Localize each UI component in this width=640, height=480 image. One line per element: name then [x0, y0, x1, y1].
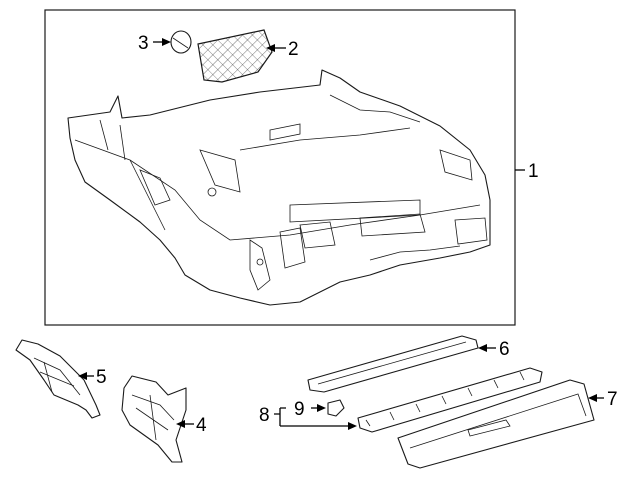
plug-part-3 [170, 30, 192, 54]
retainer-rail-part-8 [357, 367, 543, 433]
callout-6: 6 [499, 339, 510, 360]
callout-4: 4 [196, 415, 207, 436]
sill-trim-part-6 [307, 335, 479, 393]
callout-8: 8 [259, 405, 270, 426]
floor-carpet-part-1 [67, 69, 491, 306]
callout-3: 3 [138, 33, 149, 54]
callout-2: 2 [288, 39, 299, 60]
bracket-part-5 [15, 339, 101, 419]
callout-7: 7 [607, 389, 618, 410]
callout-9: 9 [294, 399, 305, 420]
insulator-part-4 [121, 375, 187, 463]
net-pocket-part-2 [197, 29, 273, 83]
clip-part-9 [327, 399, 345, 417]
assembly-frame [44, 9, 516, 326]
callout-1: 1 [528, 161, 539, 182]
callout-5: 5 [96, 367, 107, 388]
scuff-plate-part-7 [397, 379, 595, 469]
leaders [78, 38, 604, 430]
